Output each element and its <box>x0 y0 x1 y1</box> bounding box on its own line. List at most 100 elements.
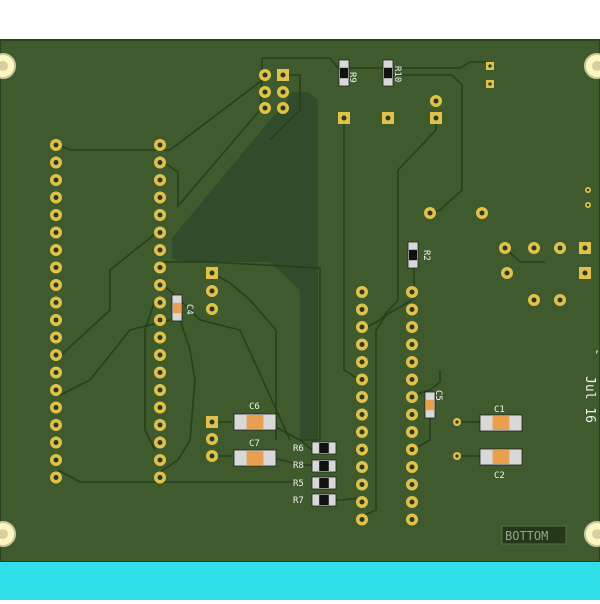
label-r5: R5 <box>293 479 304 489</box>
pad-icon <box>406 391 418 403</box>
pad-icon <box>206 267 218 279</box>
mounting-hole-icon <box>0 521 16 547</box>
smd-component-icon <box>311 493 337 507</box>
pad-icon <box>356 356 368 368</box>
pad-icon <box>50 366 62 379</box>
smd-component-icon <box>338 59 350 87</box>
pad-icon <box>50 296 62 309</box>
pad-icon <box>406 443 418 456</box>
pad-icon <box>154 244 166 256</box>
pad-icon <box>50 454 62 466</box>
board-date-text: Jul 16 <box>582 376 597 423</box>
pad-icon <box>356 513 368 526</box>
pad-icon <box>259 102 271 114</box>
mounting-hole-icon <box>0 53 16 79</box>
pad-icon <box>50 156 62 169</box>
pad-icon <box>356 286 368 298</box>
silkscreen-labels: R9 R10 R2 C4 C5 C6 C7 C1 C2 R6 R8 R5 R7 <box>184 66 505 506</box>
pad-icon <box>50 174 62 186</box>
pad-icon <box>277 69 289 81</box>
pad-icon <box>453 452 461 460</box>
pad-icon <box>382 112 394 124</box>
pad-icon <box>486 80 494 88</box>
pad-icon <box>356 338 368 351</box>
pad-icon <box>50 401 62 414</box>
pad-icon <box>154 156 166 169</box>
pad-icon <box>528 294 540 306</box>
pad-icon <box>50 191 62 204</box>
smd-component-icon <box>479 448 523 466</box>
pad-icon <box>50 419 62 431</box>
pad-icon <box>453 418 461 426</box>
pad-icon <box>356 461 368 473</box>
pad-icon <box>356 321 368 333</box>
pad-icon <box>259 69 271 81</box>
smd-component-icon <box>311 476 337 490</box>
pad-icon <box>579 242 591 254</box>
label-r8: R8 <box>293 461 304 471</box>
pad-icon <box>499 242 511 254</box>
smd-component-icon <box>233 413 277 431</box>
smd-component-icon <box>382 59 394 87</box>
pad-icon <box>528 242 540 254</box>
pad-icon <box>154 349 166 361</box>
pad-icon <box>356 443 368 456</box>
pad-icon <box>154 384 166 396</box>
pad-icon <box>50 209 62 221</box>
label-r6: R6 <box>293 444 304 454</box>
pad-icon <box>50 314 62 326</box>
pad-icon <box>50 226 62 239</box>
pad-icon <box>356 373 368 386</box>
pad-icon <box>50 244 62 256</box>
label-c2: C2 <box>494 471 505 481</box>
pad-icon <box>406 321 418 333</box>
pad-icon <box>579 267 591 279</box>
pad-icon <box>154 209 166 221</box>
pad-icon <box>406 408 418 421</box>
pad-icon <box>154 454 166 466</box>
pad-icon <box>50 139 62 151</box>
pad-icon <box>259 86 271 98</box>
pad-icon <box>206 303 218 315</box>
through-hole-pads <box>50 62 591 526</box>
label-r9: R9 <box>347 72 357 83</box>
pad-icon <box>277 86 289 98</box>
pad-icon <box>430 112 442 124</box>
pad-icon <box>50 279 62 291</box>
pad-icon <box>356 303 368 316</box>
pad-icon <box>154 191 166 204</box>
pad-icon <box>154 419 166 431</box>
pad-icon <box>154 279 166 291</box>
pad-icon <box>356 426 368 438</box>
pad-icon <box>406 373 418 386</box>
pad-icon <box>424 207 436 219</box>
pad-icon <box>406 496 418 508</box>
pad-icon <box>356 408 368 421</box>
label-r2: R2 <box>421 250 431 261</box>
smd-components <box>171 59 523 507</box>
pad-icon <box>356 496 368 508</box>
label-c5: C5 <box>433 390 443 401</box>
pad-icon <box>154 401 166 414</box>
pad-icon <box>154 331 166 344</box>
pad-icon <box>406 303 418 316</box>
pad-icon <box>154 471 166 484</box>
label-r10: R10 <box>392 66 402 82</box>
pad-icon <box>206 450 218 462</box>
pad-icon <box>554 294 566 306</box>
mounting-hole-icon <box>584 53 600 79</box>
label-c6: C6 <box>249 402 260 412</box>
pad-icon <box>406 338 418 351</box>
pad-icon <box>50 436 62 449</box>
pad-icon <box>154 261 166 274</box>
pad-icon <box>554 242 566 254</box>
pad-icon <box>406 286 418 298</box>
pad-icon <box>486 62 494 70</box>
smd-component-icon <box>311 459 337 473</box>
layer-label-box <box>501 525 567 545</box>
pad-icon <box>50 331 62 344</box>
pad-icon <box>154 436 166 449</box>
pad-icon <box>430 95 442 107</box>
pad-icon <box>356 478 368 491</box>
pad-icon <box>206 416 218 428</box>
